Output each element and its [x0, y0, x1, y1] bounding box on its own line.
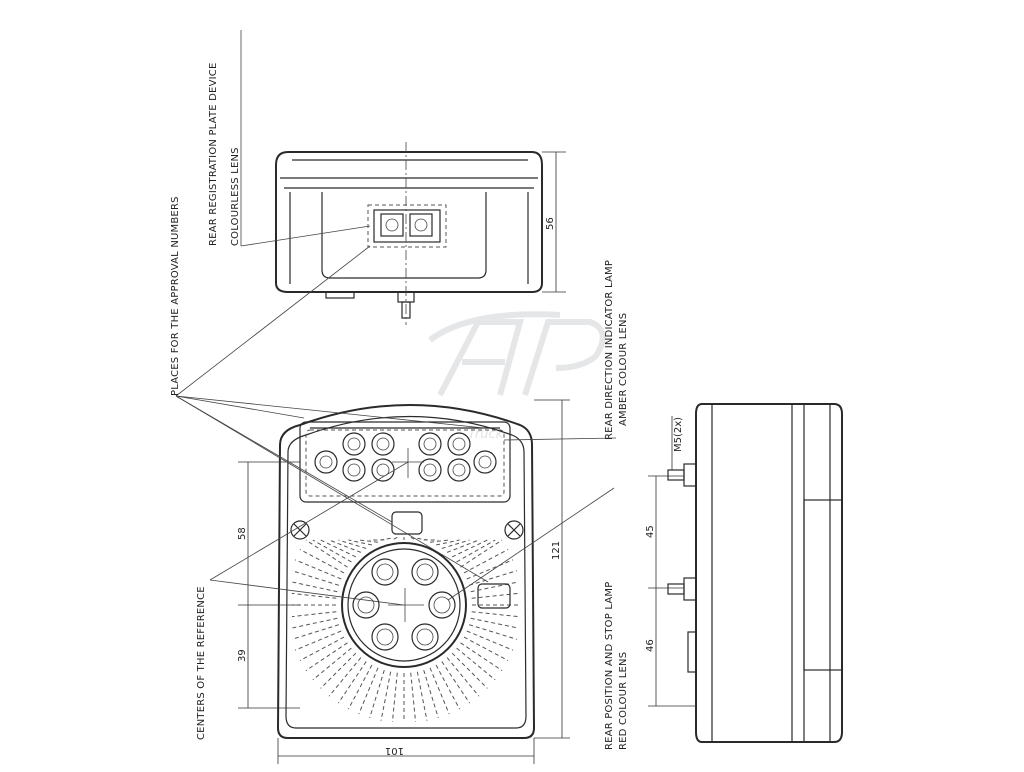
label-indicator-lamp: REAR DIRECTION INDICATOR LAMP	[604, 260, 615, 440]
side-view: M5(2x) 45 46	[645, 404, 842, 742]
reflector-ray	[392, 537, 397, 540]
label-plate-lens: COLOURLESS LENS	[230, 147, 241, 246]
front-view: 58 39 121 101	[237, 400, 570, 764]
reflector-ray	[292, 625, 339, 640]
reflector-ray	[300, 637, 344, 661]
reflector-ray	[306, 643, 348, 671]
reflector-ray	[417, 672, 427, 721]
reflector-ray	[359, 668, 378, 714]
reflector-ray	[292, 582, 337, 592]
dim-side-lower: 46	[645, 639, 656, 652]
reflector-ray	[472, 593, 518, 598]
indicator-bulbs	[315, 433, 496, 481]
reflector-ray	[471, 618, 518, 628]
reflector-ray	[292, 612, 336, 617]
reflector-ray	[300, 549, 344, 573]
reflector-ray	[461, 540, 503, 567]
dim-front-width: 101	[385, 745, 404, 756]
reflector-ray	[442, 662, 470, 704]
dim-stud-thread: M5(2x)	[673, 417, 684, 452]
reflector-ray	[461, 643, 503, 671]
reflector-ray	[295, 560, 341, 579]
reflector-ray	[392, 673, 397, 722]
annotations: REAR REGISTRATION PLATE DEVICE COLOURLES…	[170, 63, 629, 750]
reflector-ray	[436, 665, 460, 709]
label-reference-centers: CENTERS OF THE REFERENCE	[196, 586, 207, 740]
reflector-ray	[292, 571, 339, 586]
reflector-ray	[442, 540, 470, 549]
reflector-ray	[292, 593, 336, 598]
label-plate-device: REAR REGISTRATION PLATE DEVICE	[208, 63, 219, 246]
watermark-tagline: Truck	[468, 427, 504, 442]
dim-top-height: 56	[545, 217, 556, 230]
stop-lamp-bulbs	[353, 559, 455, 650]
reflector-ray	[424, 670, 439, 718]
reflector-ray	[338, 662, 366, 704]
label-approval-places: PLACES FOR THE APPROVAL NUMBERS	[170, 196, 181, 396]
reflector-ray	[467, 631, 513, 650]
reflector-ray	[472, 612, 518, 617]
radial-reflector-pattern	[292, 537, 518, 722]
reflector-ray	[469, 571, 517, 586]
screw-right	[505, 521, 523, 539]
reflector-ray	[313, 540, 352, 562]
reflector-ray	[430, 668, 449, 714]
reflector-ray	[348, 665, 372, 709]
dim-front-upper: 58	[237, 527, 248, 540]
label-stop-lens: RED COLOUR LENS	[618, 652, 629, 750]
reflector-ray	[338, 540, 366, 549]
dim-front-height: 121	[551, 541, 562, 560]
reflector-ray	[292, 618, 337, 628]
label-stop-lamp: REAR POSITION AND STOP LAMP	[604, 582, 615, 750]
dim-side-upper: 45	[645, 525, 656, 538]
reflector-ray	[370, 670, 385, 718]
stud-lower	[668, 578, 696, 600]
label-indicator-lens: AMBER COLOUR LENS	[618, 313, 629, 426]
reflector-ray	[295, 631, 341, 650]
reflector-ray	[464, 637, 508, 661]
reflector-ray	[469, 625, 517, 640]
reflector-ray	[467, 560, 513, 579]
reflector-ray	[381, 538, 391, 540]
reflector-ray	[381, 672, 391, 721]
reflector-ray	[464, 549, 508, 573]
reflector-ray	[457, 540, 496, 562]
dim-front-lower: 39	[237, 649, 248, 662]
reflector-ray	[306, 540, 348, 567]
reflector-ray	[411, 673, 416, 722]
